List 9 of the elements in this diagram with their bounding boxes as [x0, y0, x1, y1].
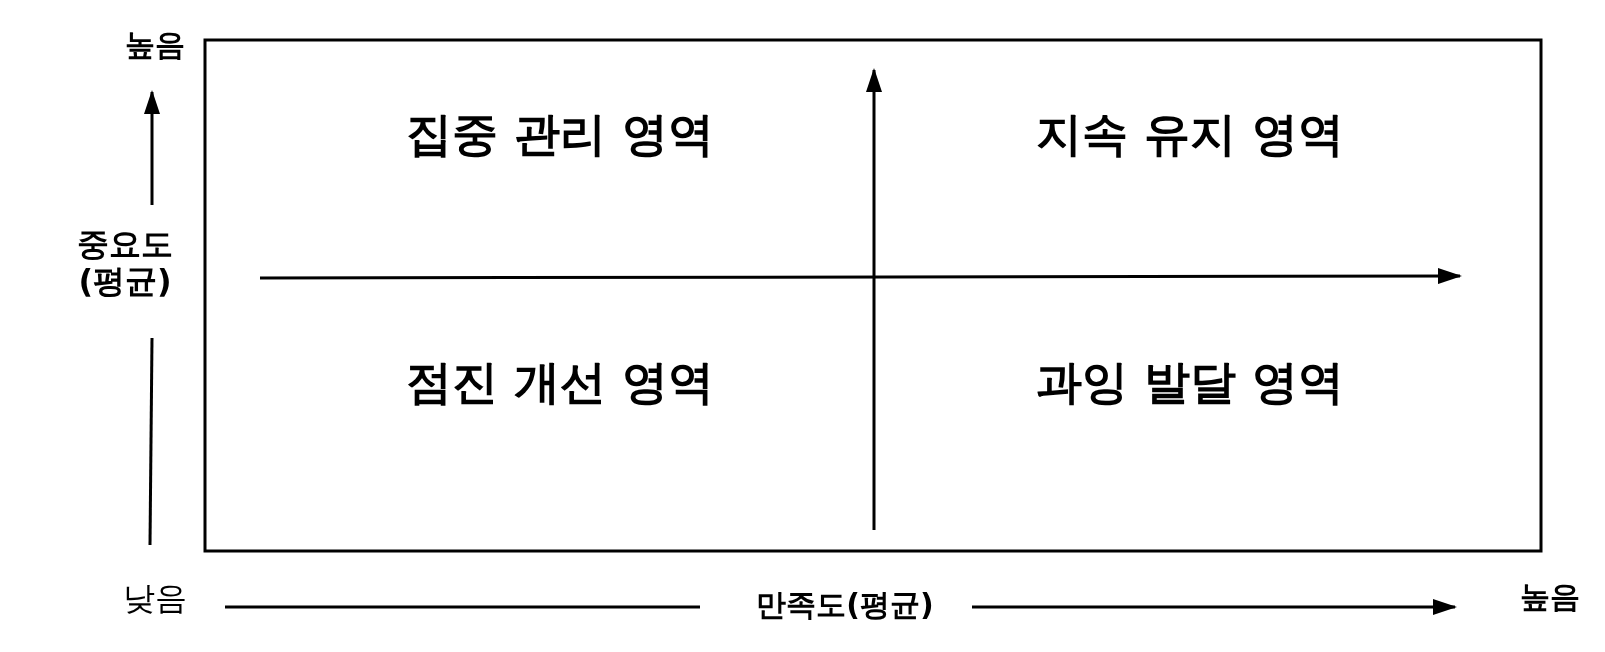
axis-label: 낮음 — [122, 580, 188, 617]
axis-label: 만족도(평균) — [755, 588, 935, 623]
axis-label: 높음 — [1519, 580, 1581, 615]
axis-label: 중요도 (평균) — [76, 226, 174, 300]
quadrant-label: 지속 유지 영역 — [1035, 108, 1345, 161]
quadrant-label: 집중 관리 영역 — [405, 108, 715, 161]
quadrant-label: 점진 개선 영역 — [405, 356, 715, 409]
axis-label: 높음 — [124, 28, 186, 63]
quadrant-label: 과잉 발달 영역 — [1035, 356, 1345, 409]
